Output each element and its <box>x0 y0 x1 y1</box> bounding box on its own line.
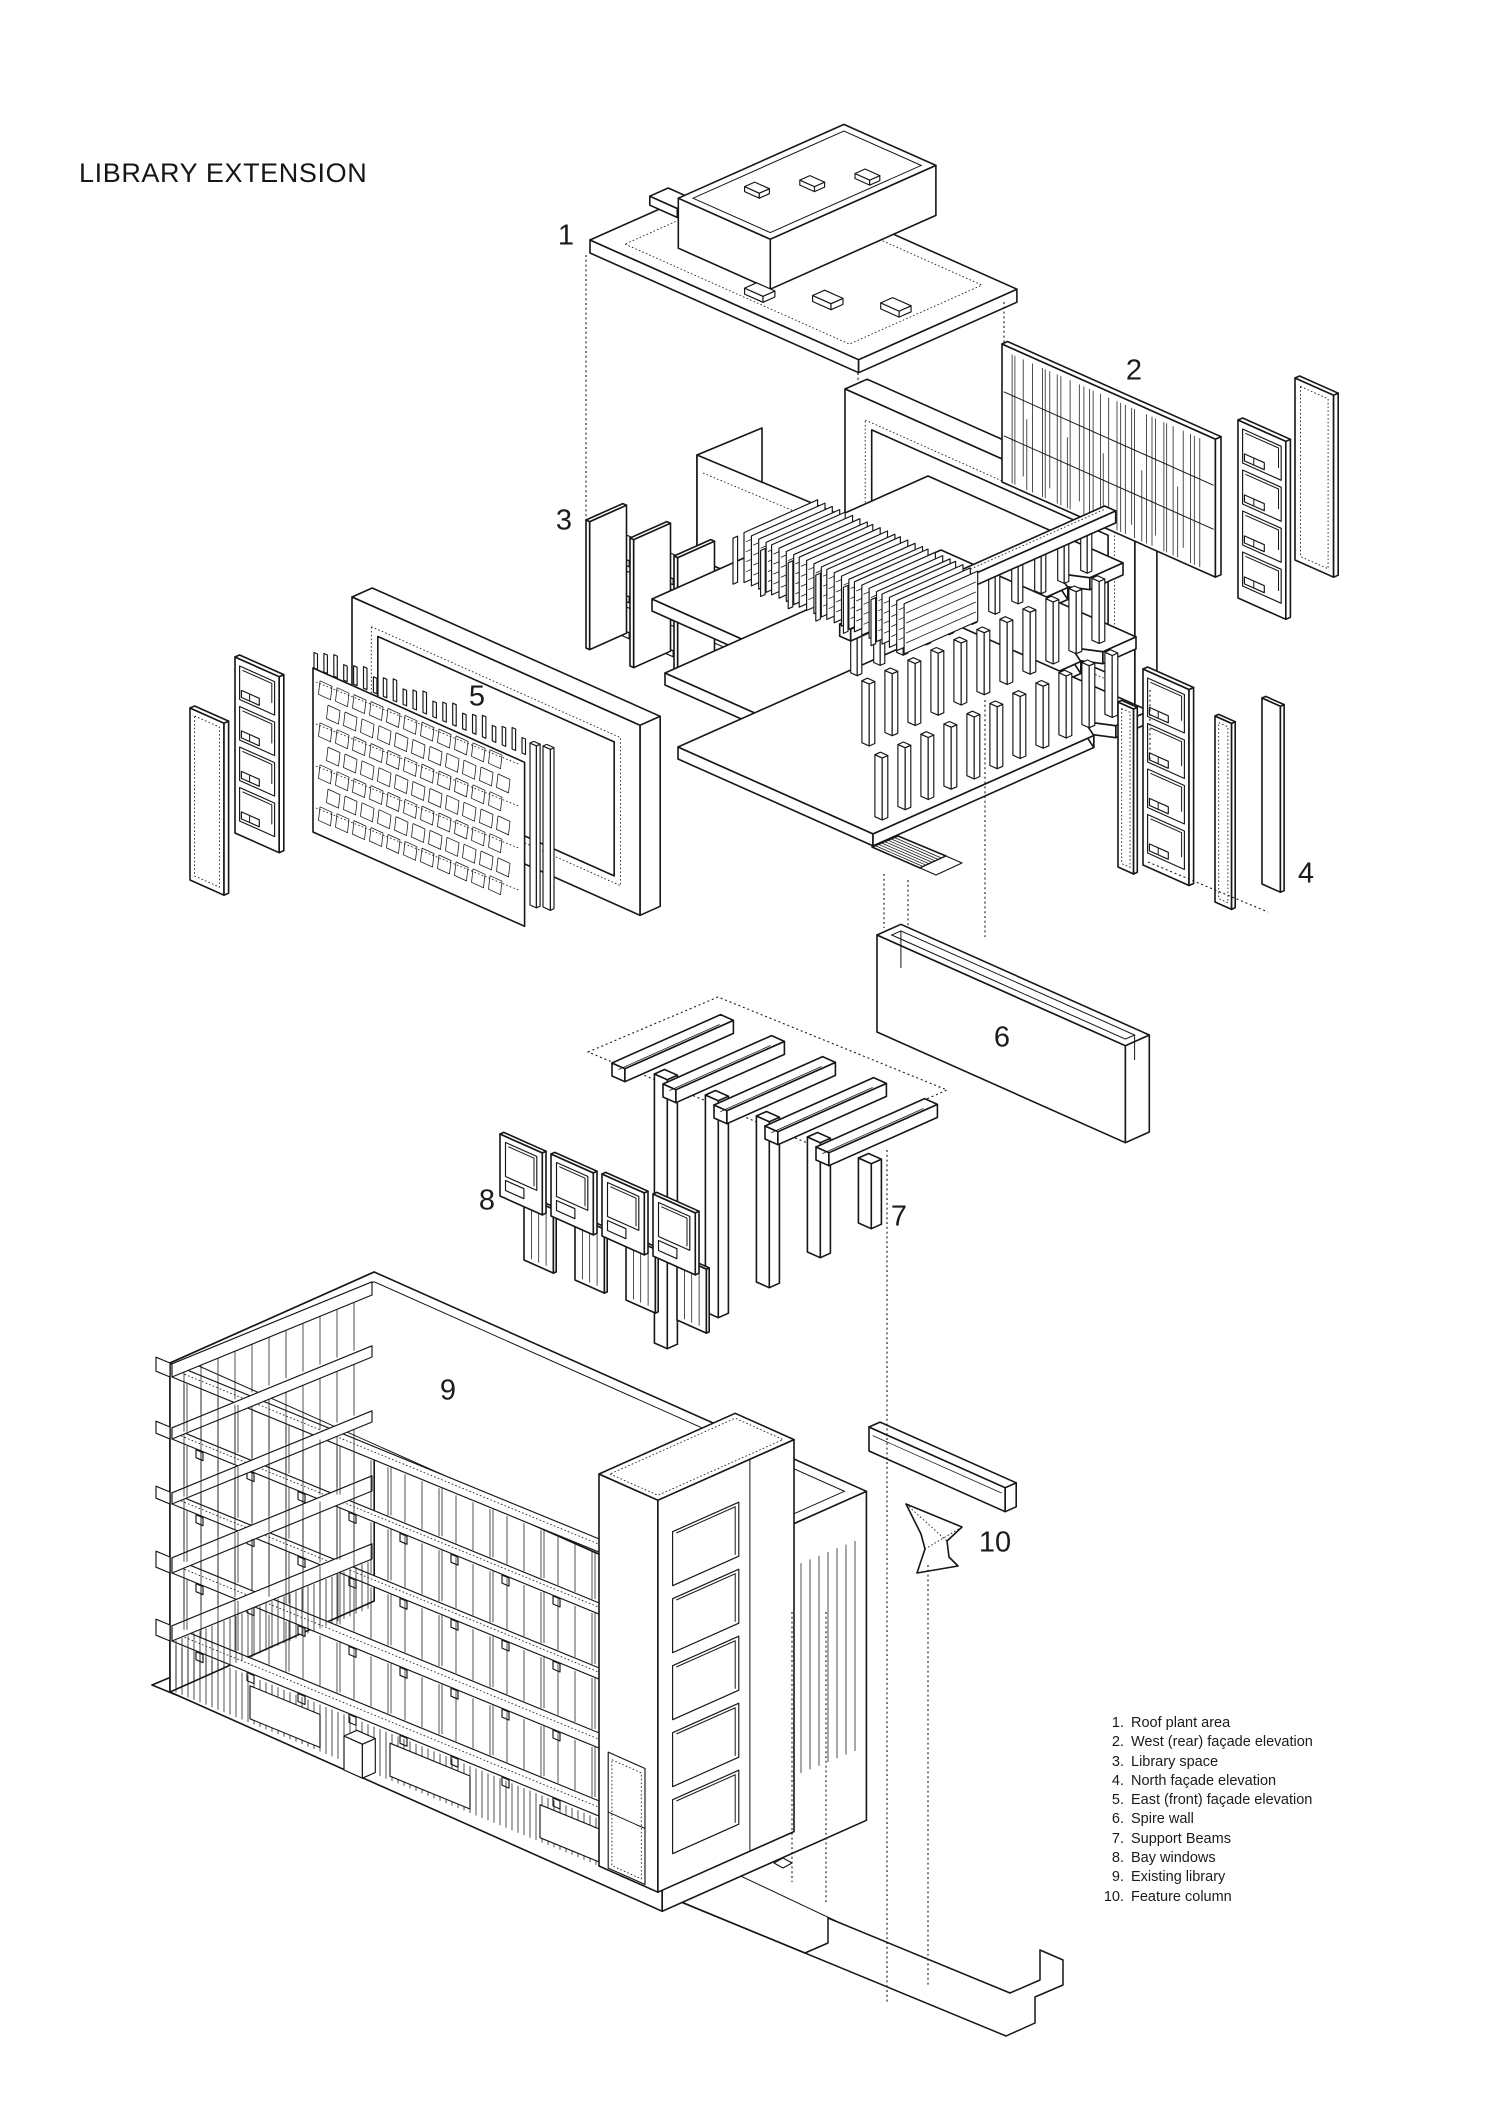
legend-item: 8.Bay windows <box>1111 1850 1216 1867</box>
legend-item: 7.Support Beams <box>1111 1830 1231 1847</box>
legend-item: 3.Library space <box>1111 1753 1219 1770</box>
legend-item: 6.Spire wall <box>1111 1811 1194 1828</box>
legend-item: 5.East (front) façade elevation <box>1111 1792 1313 1809</box>
part-label-4: 4 <box>1297 857 1315 890</box>
legend-item: 4.North façade elevation <box>1111 1772 1277 1789</box>
part-label-2: 2 <box>1125 354 1143 387</box>
part-label-10: 10 <box>978 1526 1012 1559</box>
legend-item: 2.West (rear) façade elevation <box>1111 1734 1313 1751</box>
part-label-8: 8 <box>478 1184 496 1217</box>
part-label-3: 3 <box>555 504 573 537</box>
legend-item: 10.Feature column <box>1103 1888 1232 1905</box>
part-label-9: 9 <box>439 1374 457 1407</box>
part-label-5: 5 <box>468 680 486 713</box>
legend: 1.Roof plant area 2.West (rear) façade e… <box>1068 1714 1313 1907</box>
part-label-7: 7 <box>890 1200 908 1233</box>
legend-item: 9.Existing library <box>1111 1869 1226 1886</box>
page-title: LIBRARY EXTENSION <box>79 158 368 188</box>
legend-item: 1.Roof plant area <box>1111 1715 1231 1731</box>
part-label-6: 6 <box>993 1021 1011 1054</box>
part-label-1: 1 <box>557 219 575 252</box>
